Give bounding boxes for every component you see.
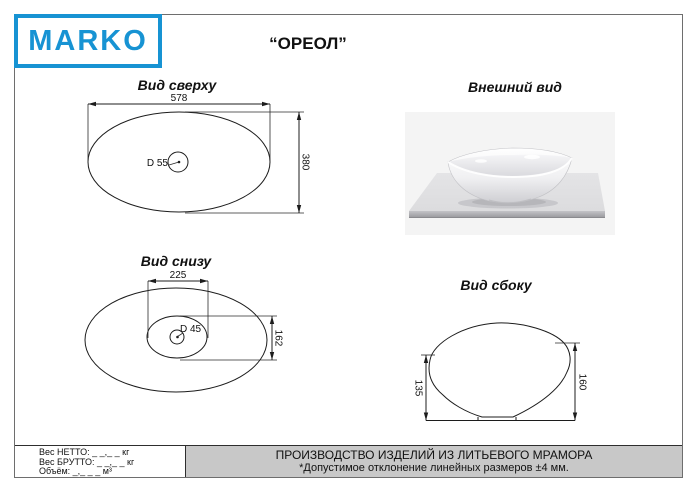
top-view-title: Вид сверху (137, 77, 217, 93)
production-title: ПРОИЗВОДСТВО ИЗДЕЛИЙ ИЗ ЛИТЬЕВОГО МРАМОР… (275, 448, 593, 462)
drain-top: D 55 (147, 151, 189, 173)
drain-bottom-label: D 45 (180, 324, 202, 335)
dim-side-left-label: 135 (415, 380, 424, 397)
bottom-view-drawing: 225 162 D 45 (84, 270, 284, 393)
dim-bottom-height-label: 162 (273, 330, 284, 347)
net-weight-line: Вес НЕТТО: _ _,_ _ кг (39, 447, 130, 457)
dim-bottom-width-label: 225 (170, 270, 187, 281)
drain-bottom: D 45 (169, 324, 202, 345)
volume-line: Объём: _,_ _ _ м³ (39, 466, 112, 476)
external-view-photo (405, 112, 615, 235)
dim-top-height: 380 (185, 111, 311, 214)
dim-top-width: 578 (87, 93, 271, 162)
tolerance-note: *Допустимое отклонение линейных размеров… (299, 462, 569, 474)
highlight-right (524, 154, 540, 160)
weight-info-cell: Вес НЕТТО: _ _,_ _ кг Вес БРУТТО: _ _,_ … (15, 446, 186, 477)
datasheet-sheet: MARKO “ОРЕОЛ” Вид сверху Внешний вид Вид… (14, 14, 683, 478)
product-title: “ОРЕОЛ” (269, 34, 347, 53)
countertop-edge (409, 211, 605, 217)
top-view-drawing: 578 380 D 55 (87, 93, 311, 214)
dim-side-right: 160 (555, 342, 588, 421)
drain-top-label: D 55 (147, 158, 169, 169)
bowl-foot-line (488, 198, 532, 204)
plinth-sides (477, 417, 517, 421)
marko-logo-text: MARKO (28, 24, 148, 57)
highlight-left (475, 159, 487, 163)
basin-outline-bottom (84, 287, 268, 393)
dim-side-left: 135 (415, 354, 435, 421)
external-view-title: Внешний вид (468, 79, 562, 95)
sink-profile-outline (428, 322, 571, 418)
side-view-drawing: 135 160 (415, 322, 588, 421)
gross-weight-line: Вес БРУТТО: _ _,_ _ кг (39, 456, 135, 467)
foot-outline-bottom (146, 315, 208, 359)
dim-side-right-label: 160 (577, 374, 588, 391)
bottom-view-title: Вид снизу (140, 253, 212, 269)
dim-top-width-label: 578 (171, 93, 188, 104)
footer-bar: Вес НЕТТО: _ _,_ _ кг Вес БРУТТО: _ _,_ … (15, 445, 682, 477)
production-info-cell: ПРОИЗВОДСТВО ИЗДЕЛИЙ ИЗ ЛИТЬЕВОГО МРАМОР… (186, 446, 682, 477)
marko-logo: MARKO (14, 14, 162, 68)
dim-bottom-width: 225 (147, 270, 209, 338)
side-view-title: Вид сбоку (460, 277, 532, 293)
sink-rim-highlight (447, 157, 573, 179)
dim-top-height-label: 380 (300, 154, 311, 171)
dim-bottom-height: 162 (180, 315, 284, 361)
